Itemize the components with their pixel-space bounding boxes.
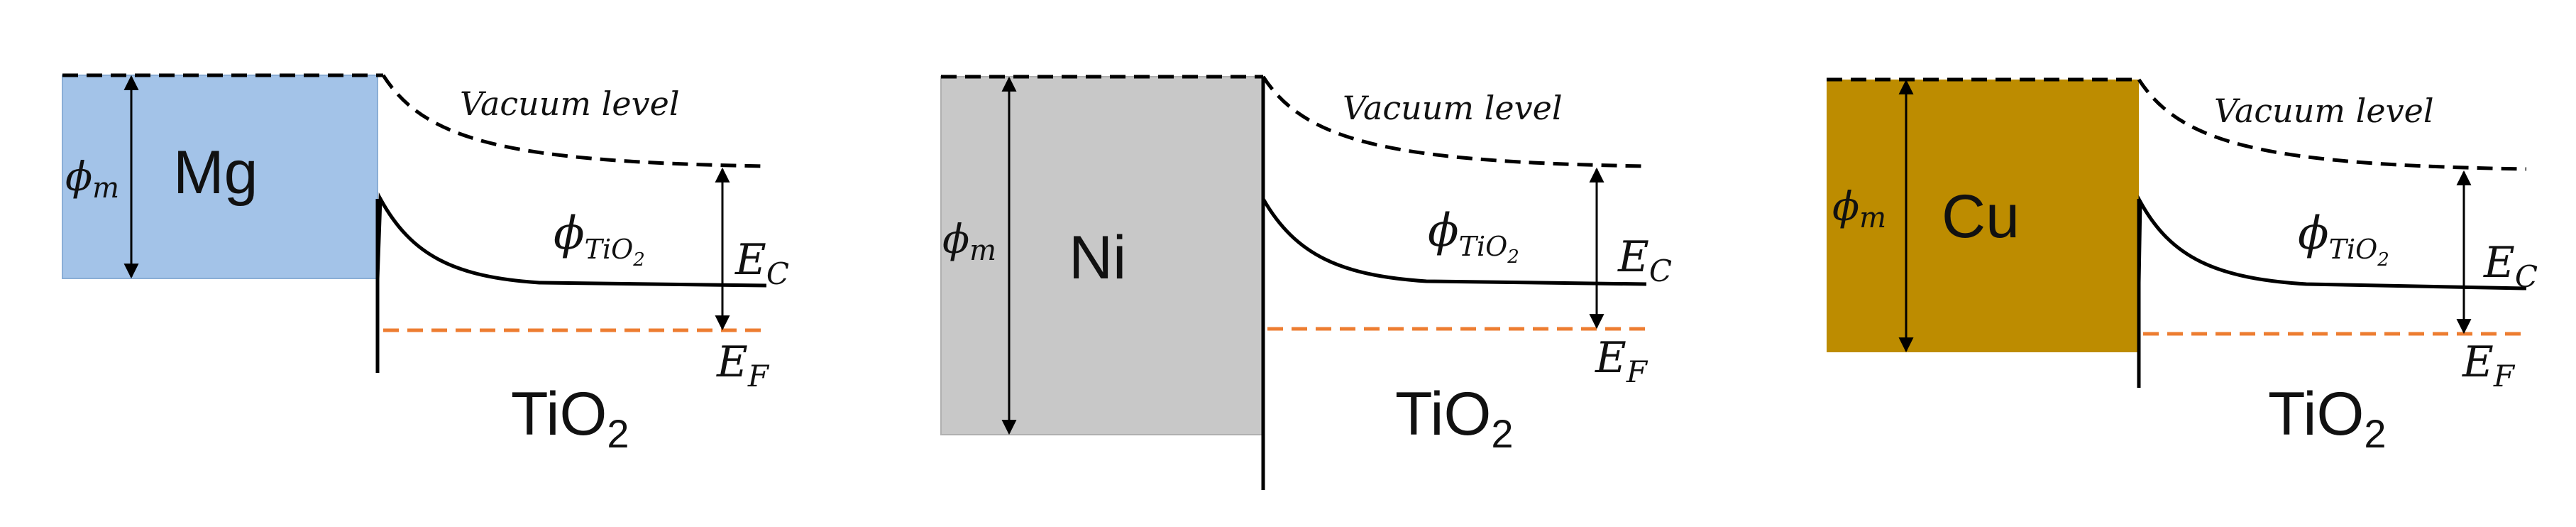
vacuum-level-label: Vacuum level	[460, 85, 680, 123]
phi-tio2-label: ϕTiO2	[2298, 207, 2389, 271]
phi-tio2-label: ϕTiO2	[1428, 205, 1519, 268]
ef-label: EF	[716, 337, 770, 393]
ec-label: EC	[2483, 238, 2538, 294]
panel-mg: ϕm Mg Vacuum level ϕTiO2 EC EF TiO2	[62, 73, 789, 456]
ef-label: EF	[2462, 337, 2516, 393]
semiconductor-label: TiO2	[2268, 380, 2387, 456]
vacuum-level-curve	[1261, 75, 1647, 168]
metal-label: Ni	[1069, 224, 1126, 292]
ef-label: EF	[1595, 333, 1648, 389]
metal-label: Cu	[1942, 183, 2020, 251]
conduction-band-curve	[375, 192, 767, 288]
phi-m-label: ϕm	[1832, 184, 1886, 234]
semiconductor-label: TiO2	[511, 380, 629, 456]
vacuum-level-curve	[2137, 78, 2527, 171]
metal-label: Mg	[173, 138, 258, 207]
metal-block	[1827, 80, 2139, 352]
panel-cu: ϕm Cu Vacuum level ϕTiO2 EC EF TiO2	[1827, 77, 2538, 456]
panel-ni: ϕm Ni Vacuum level ϕTiO2 EC EF TiO2	[940, 75, 1672, 490]
phi-m-label: ϕm	[942, 217, 996, 267]
vacuum-level-curve	[381, 74, 767, 168]
phi-tio2-label: ϕTiO2	[554, 207, 645, 271]
ec-label: EC	[1617, 232, 1672, 288]
metal-block	[940, 76, 1264, 435]
conduction-band-curve	[1261, 197, 1647, 286]
semiconductor-label: TiO2	[1395, 380, 1514, 456]
phi-m-label: ϕm	[65, 154, 119, 205]
metal-block	[62, 75, 378, 279]
vacuum-level-label: Vacuum level	[1343, 89, 1563, 127]
ec-label: EC	[734, 235, 789, 291]
vacuum-level-label: Vacuum level	[2214, 92, 2434, 130]
conduction-band-curve	[2137, 195, 2527, 290]
